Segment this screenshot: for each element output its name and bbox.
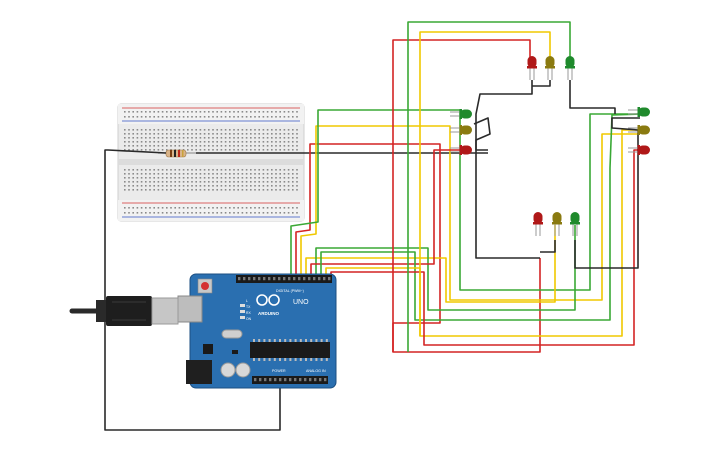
wire-green-header-2[interactable] (315, 225, 576, 311)
power-analog-header[interactable] (254, 378, 327, 382)
led-bottom-green[interactable] (570, 212, 580, 236)
wire-green-header-3[interactable] (320, 113, 641, 321)
capacitor (235, 362, 251, 378)
traffic-lights (450, 56, 650, 236)
led-right-yellow[interactable] (628, 125, 650, 135)
wire-red-top[interactable] (392, 39, 531, 352)
led-left-yellow[interactable] (450, 125, 472, 135)
microcontroller-chip (250, 342, 330, 358)
l-label: L (246, 299, 248, 303)
usb-cable-icon (69, 296, 179, 326)
wire-yellow-pin[interactable] (300, 125, 640, 301)
wire-black-left-common[interactable] (473, 117, 540, 259)
wire-black-right-common[interactable] (574, 117, 640, 269)
arduino-logo (256, 294, 280, 306)
usb-jack (177, 295, 203, 323)
digital-header[interactable] (238, 277, 331, 281)
wire-green-top[interactable] (407, 21, 571, 352)
board-model-label: UNO (293, 299, 309, 306)
reset-button-icon[interactable] (197, 278, 213, 294)
wire-black-ground[interactable] (104, 149, 281, 431)
capacitor (220, 362, 236, 378)
led-top-red[interactable] (527, 56, 537, 80)
rx-label: RX (246, 311, 251, 315)
tx-label: TX (246, 305, 251, 309)
power-label: POWER (272, 369, 286, 373)
arduino-logo-text: ARDUINO (258, 311, 279, 316)
led-bottom-red[interactable] (533, 212, 543, 236)
led-left-green[interactable] (450, 109, 472, 119)
analog-in-label: ANALOG IN (306, 369, 326, 373)
breadboard[interactable] (117, 103, 305, 222)
led-bottom-yellow[interactable] (552, 212, 562, 236)
breadboard-holes (124, 111, 298, 214)
on-label: ON (246, 317, 252, 321)
regulator (203, 344, 213, 354)
wire-yellow-header-3[interactable] (325, 129, 642, 337)
wire-yellow-header-2[interactable] (305, 225, 556, 303)
led-top-yellow[interactable] (545, 56, 555, 80)
led-top-green[interactable] (565, 56, 575, 80)
wire-black-bottom-common[interactable] (540, 240, 556, 253)
wire-black-top-common-3[interactable] (569, 80, 616, 114)
wire-red-header-3[interactable] (330, 149, 644, 346)
digital-label: DIGITAL (PWM~) (276, 289, 304, 293)
wire-black-top-common[interactable] (475, 80, 533, 151)
crystal (221, 329, 243, 339)
power-jack (186, 360, 212, 384)
arduino-uno-board[interactable]: ARDUINO UNO DIGITAL (PWM~) POWER ANALOG … (177, 273, 337, 389)
wire-yellow-top[interactable] (419, 31, 551, 336)
led-right-red[interactable] (628, 145, 650, 155)
wire-red-header-2[interactable] (310, 149, 468, 275)
wires (104, 21, 644, 431)
wire-red-pin[interactable] (295, 143, 541, 353)
wire-green-pin[interactable] (290, 109, 640, 291)
wire-black-top-common-2[interactable] (532, 80, 551, 87)
led-right-green[interactable] (628, 107, 650, 117)
led-left-red[interactable] (450, 145, 472, 155)
